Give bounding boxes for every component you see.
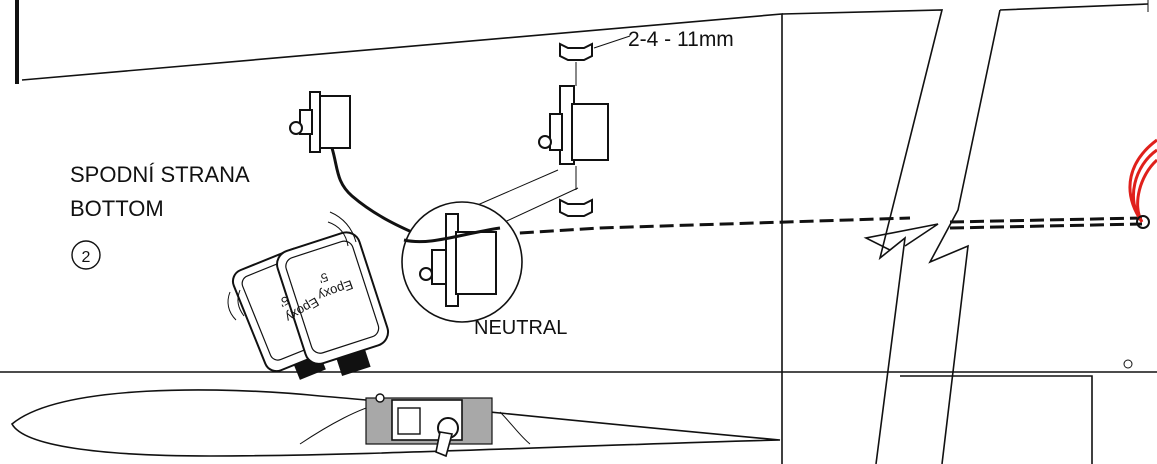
shake-marks-right [327,211,357,247]
side-label-czech: SPODNÍ STRANA [70,162,250,187]
wing-panel-edge [781,9,944,464]
break-mark-left [863,223,939,251]
red-wire-loop [1128,138,1157,223]
neutral-label: NEUTRAL [474,317,567,339]
dimension-leader [593,35,631,49]
step-number-circle [71,240,101,270]
hinge-hole [1123,359,1133,369]
wing-tip-panel-edge [928,3,1149,464]
servo-exploded [465,35,631,239]
aileron-cutout [900,375,1093,464]
epoxy-tube-front [276,231,390,376]
side-label-english: BOTTOM [70,196,164,221]
servo-arm [435,431,454,458]
neutral-detail-circle [401,201,523,323]
servo-top-left [289,91,431,242]
dimension-label: 2-4 - 11mm [628,28,734,51]
mount-tab-bottom [559,198,593,217]
step-number: 2 [82,249,91,266]
servo-cable-dashed-tip [949,216,1143,224]
detail-leader-1 [465,169,559,211]
servo-cable-dashed-tip-2 [949,222,1143,230]
airfoil-section [10,389,781,458]
mount-tab-top [559,42,593,61]
shake-marks-left [227,289,245,321]
wire-exit-hole [1136,215,1150,229]
